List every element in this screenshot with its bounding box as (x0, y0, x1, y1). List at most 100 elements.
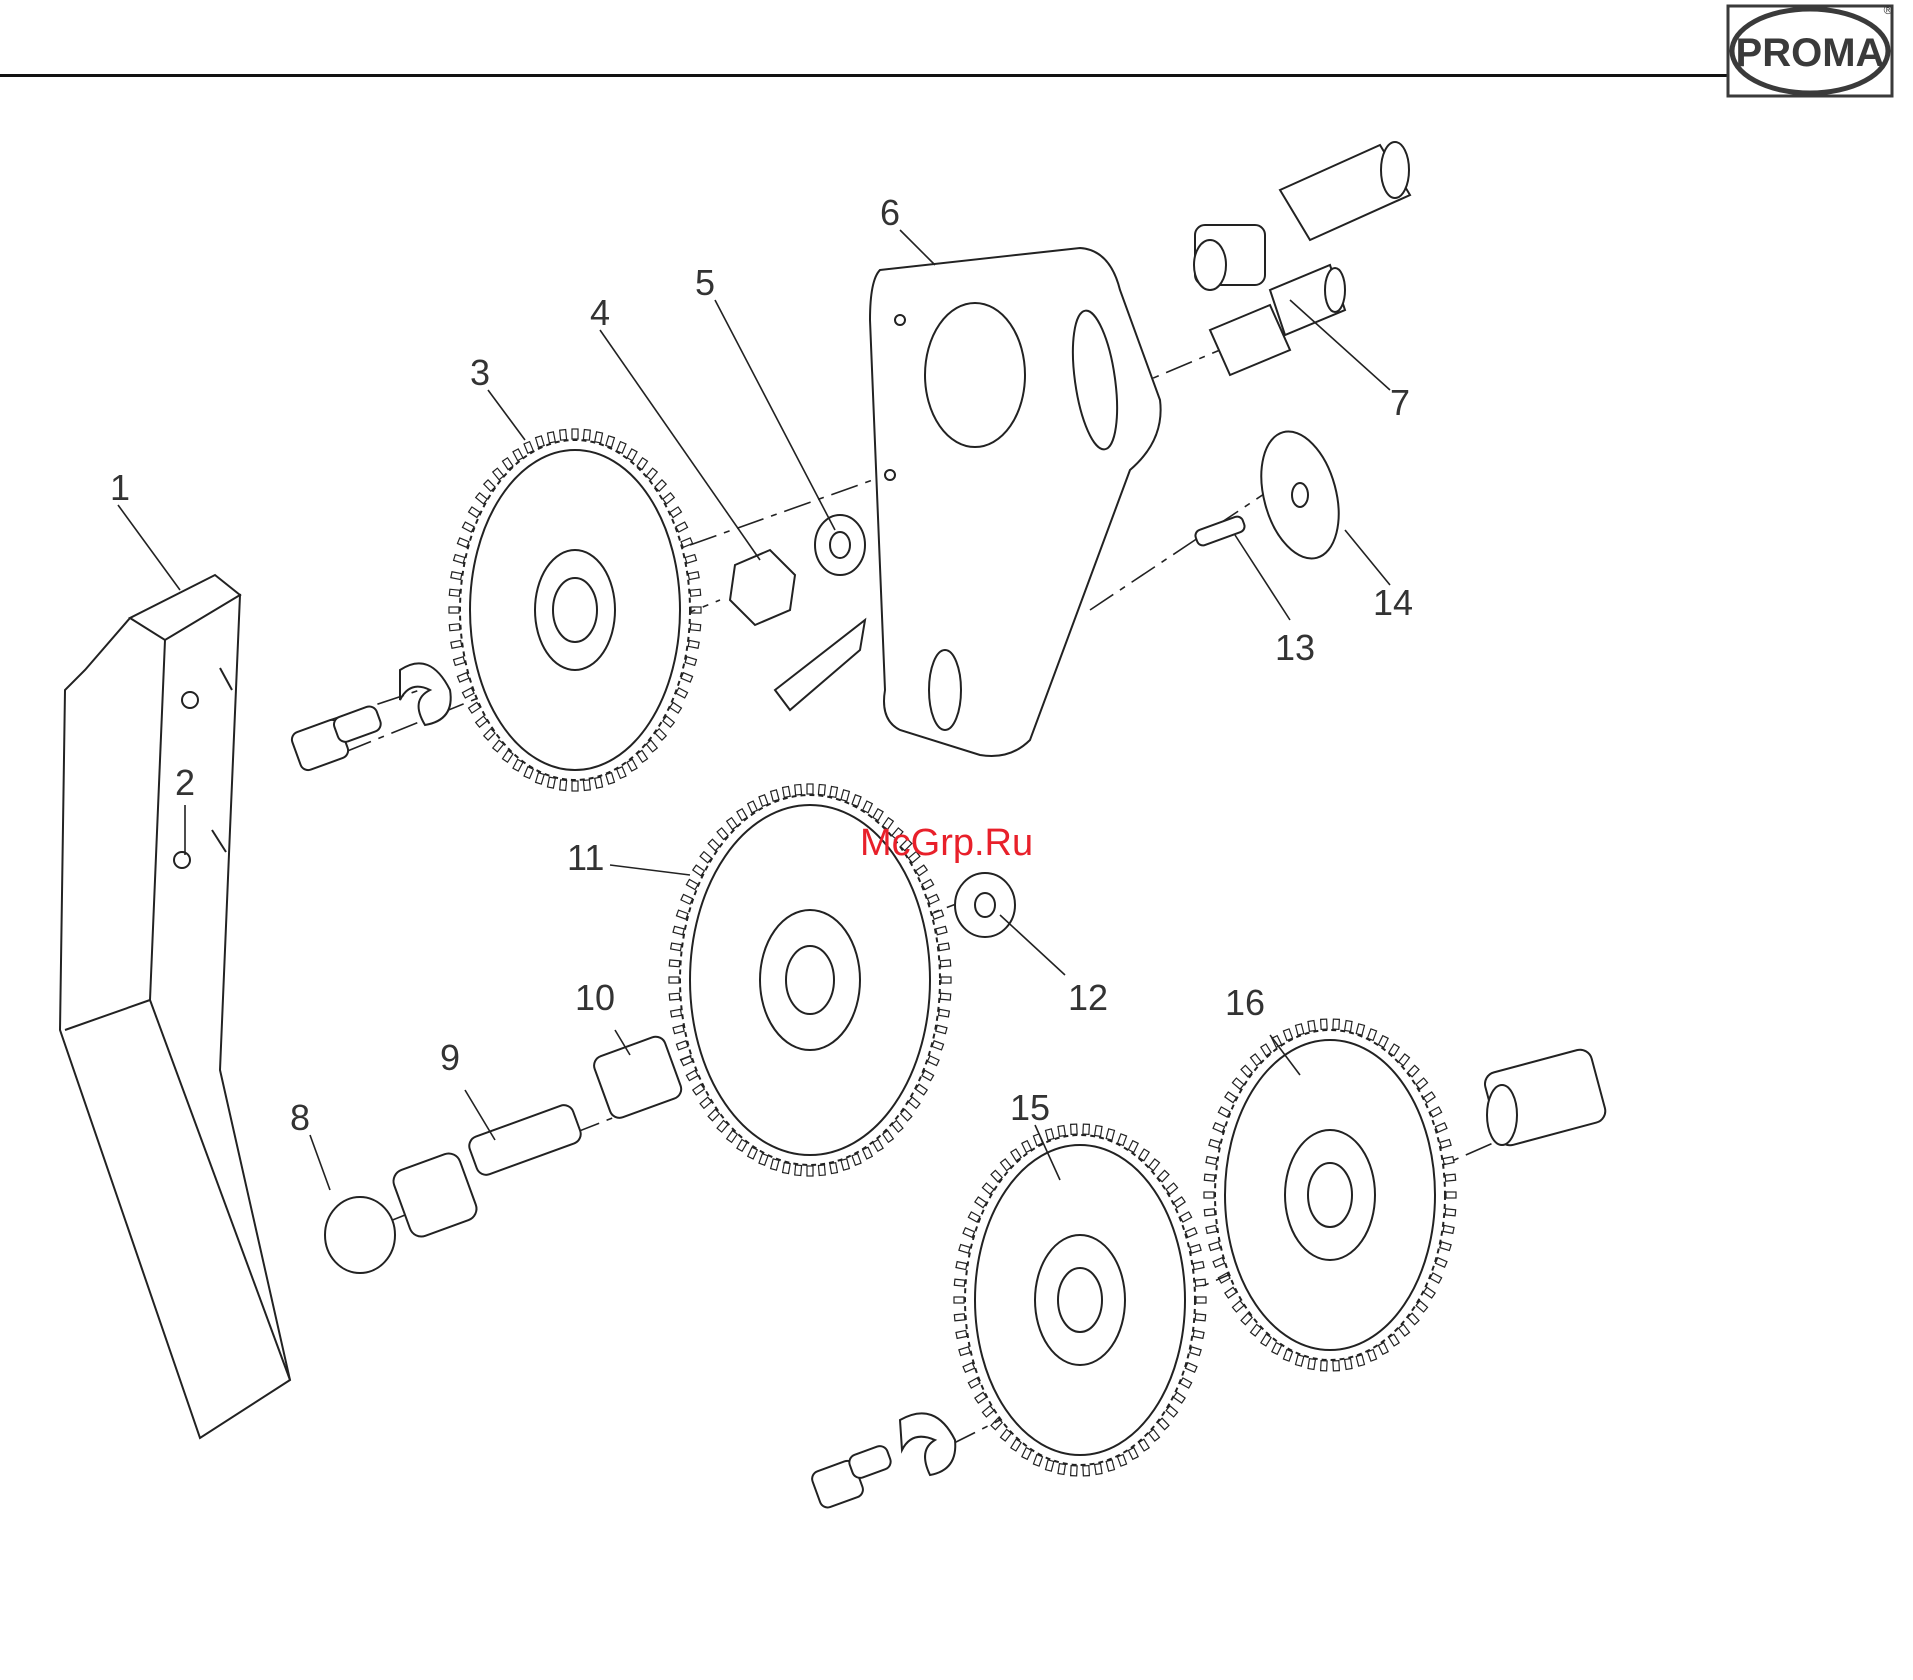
gear-tooth (1046, 1129, 1054, 1140)
gear-tooth (708, 839, 719, 850)
gear-tooth (1321, 1019, 1327, 1029)
gear-tooth (595, 432, 603, 443)
gear-tooth (1356, 1355, 1364, 1366)
gear-tooth (1046, 1460, 1054, 1471)
gear-tooth (1430, 1273, 1442, 1283)
gear-tooth (1204, 1192, 1214, 1198)
gear-tooth (646, 740, 657, 752)
gear-tooth (940, 993, 950, 1000)
gear-tooth (963, 1228, 975, 1237)
gear-tooth (1149, 1429, 1160, 1441)
gear-tooth (1232, 1078, 1243, 1089)
gear-tooth (1232, 1301, 1243, 1312)
callout-7: 7 (1390, 382, 1410, 423)
gear-tooth (818, 784, 825, 794)
callout-5: 5 (695, 262, 715, 303)
gear-tooth (685, 657, 696, 666)
shaft-icon (1194, 142, 1410, 375)
callout-3: 3 (470, 352, 490, 393)
callout-10: 10 (575, 977, 615, 1018)
gear-tooth (513, 449, 523, 461)
gear-tooth (783, 1163, 791, 1174)
gear-tooth (673, 926, 684, 934)
gear-tooth (451, 572, 462, 580)
gear-tooth (676, 1041, 687, 1050)
gear-icon (460, 440, 690, 780)
gear-tooth (1261, 1334, 1271, 1346)
gear-tooth (671, 1009, 682, 1017)
gear-tooth (1308, 1359, 1315, 1370)
callout-16: 16 (1225, 982, 1265, 1023)
gear-tooth (916, 865, 928, 876)
gear-tooth (1213, 1123, 1225, 1132)
gear-tooth (449, 589, 460, 596)
gear-tooth (954, 1297, 964, 1303)
gear-tooth (941, 977, 951, 983)
gear-tooth (956, 1262, 967, 1270)
gear-tooth (1185, 1363, 1197, 1372)
gear-tooth (1106, 1129, 1114, 1140)
gear-tooth (1206, 1225, 1217, 1233)
gear-tooth (1083, 1466, 1089, 1476)
gear-tooth (956, 1330, 967, 1338)
gear-tooth (783, 786, 791, 797)
gear-tooth (1001, 1159, 1012, 1171)
gear-tooth (1106, 1460, 1114, 1471)
gear-tooth (932, 1041, 943, 1050)
gear-tooth (476, 716, 488, 727)
gear-tooth (688, 572, 699, 580)
gear-tooth (940, 960, 950, 967)
gear-tooth (963, 1363, 975, 1372)
gear-tooth (1058, 1464, 1065, 1475)
gear-tooth (852, 1154, 861, 1165)
gear-tooth (686, 879, 698, 889)
gear-tooth (759, 1154, 768, 1165)
gear-tooth (938, 1009, 949, 1017)
gear-tooth (691, 607, 701, 613)
gear-tooth (841, 790, 849, 801)
gear-tooth (1445, 1174, 1456, 1181)
gear-tooth (572, 781, 578, 791)
gear-tooth (646, 468, 657, 480)
gear-tooth (1190, 1244, 1201, 1253)
gear-tooth (627, 449, 637, 461)
gear-tooth (1445, 1209, 1456, 1216)
gear-tooth (1011, 1439, 1021, 1451)
gear-tooth (688, 640, 699, 648)
gear-tooth (673, 1025, 684, 1033)
gear-tooth (1333, 1361, 1339, 1371)
callout-12: 12 (1068, 977, 1108, 1018)
gear-tooth (1308, 1021, 1315, 1032)
gear-tooth (1296, 1355, 1304, 1366)
gear-tooth (1206, 1157, 1217, 1165)
gear-tooth (1213, 1258, 1225, 1267)
gear-tooth (1378, 1036, 1388, 1048)
callout-1: 1 (110, 467, 130, 508)
gear-tooth (873, 1140, 883, 1152)
gear-tooth (1185, 1228, 1197, 1237)
gear-tooth (1272, 1036, 1282, 1048)
callout-14: 14 (1373, 582, 1413, 623)
gear-tooth (927, 1056, 939, 1066)
gear-tooth (1435, 1258, 1447, 1267)
gear-tooth (938, 943, 949, 951)
gear-tooth (1251, 1054, 1262, 1066)
gear-tooth (681, 894, 693, 904)
gear-tooth (476, 493, 488, 504)
gear-tooth (1149, 1159, 1160, 1171)
gear-tooth (669, 977, 679, 983)
gear-tooth (975, 1197, 987, 1208)
gear-tooth (469, 507, 481, 518)
gear-tooth (1345, 1359, 1352, 1370)
gear-tooth (595, 777, 603, 788)
gear-tooth (1423, 1092, 1435, 1103)
gear-tooth (727, 1131, 738, 1143)
gear-tooth (1190, 1347, 1201, 1356)
gear-tooth (1128, 1448, 1138, 1460)
gear-tooth (690, 589, 701, 596)
gear-tooth (681, 673, 693, 682)
gear-tooth (1195, 1314, 1206, 1321)
gear-tooth (670, 507, 682, 518)
